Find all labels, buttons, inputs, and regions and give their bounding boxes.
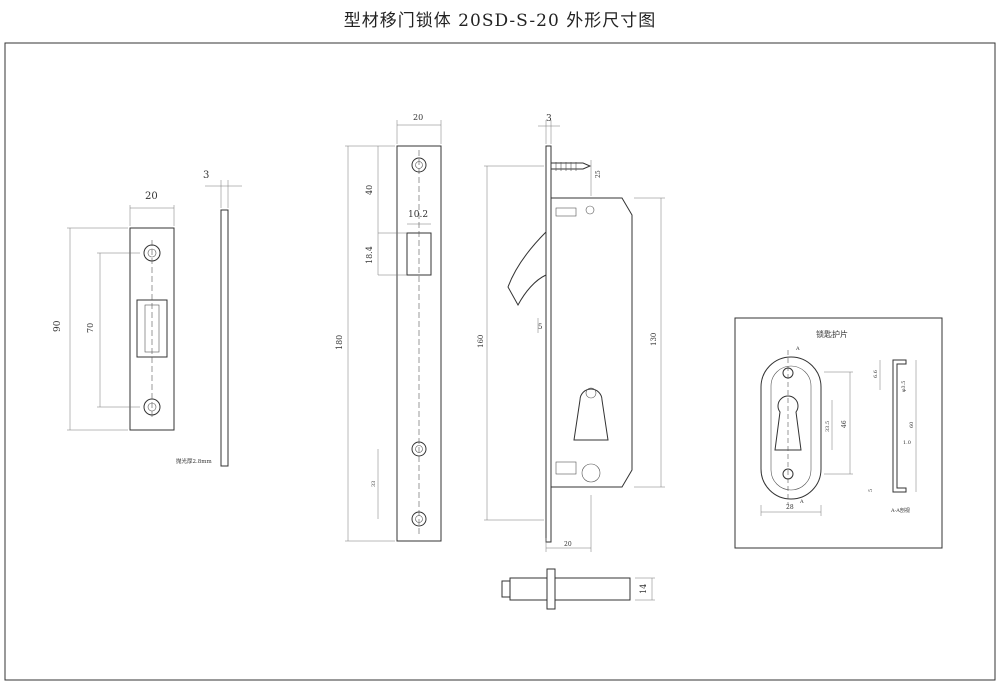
escutcheon-section-label: A-A剖视: [890, 507, 910, 514]
escutcheon-diameter-label: φ3.5: [901, 381, 907, 392]
strike-plate-outline: [129, 227, 175, 431]
cylinder-diameter-label: 14: [639, 584, 648, 594]
escutcheon-frame: [734, 317, 943, 549]
escutcheon-width-label: 28: [786, 504, 794, 511]
lock-front-view: 20 180 40 18.4 10.2 33: [335, 113, 442, 542]
bolt-height-label: 18.4: [365, 246, 374, 264]
strike-height-label: 90: [53, 320, 63, 332]
strike-spacing-label: 70: [86, 323, 95, 333]
escutcheon-keyhole: [774, 395, 802, 451]
escutcheon-label: 锁匙护片: [816, 329, 848, 339]
escutcheon-plate: [760, 356, 822, 500]
strike-side-outline: [220, 209, 229, 467]
drawing-frame: [4, 42, 996, 681]
escutcheon-profile: [892, 359, 907, 493]
escutcheon-top-offset-label: 6.6: [873, 370, 879, 378]
hook-bolt: [507, 230, 547, 307]
case-height-label: 130: [650, 333, 658, 346]
faceplate-outline: [396, 145, 442, 542]
screw-dim-label: 25: [595, 170, 602, 178]
strike-width-label: 20: [145, 191, 158, 202]
strike-note: 抛光厚2.8mm: [176, 457, 212, 465]
section-mark-top: A: [795, 346, 800, 352]
side-depth-label: 20: [564, 541, 572, 548]
escutcheon-height-label: 46: [841, 420, 848, 428]
lock-case: [550, 197, 633, 488]
lock-side-view: 3 25 160 130 5 20: [477, 114, 665, 552]
strike-thickness-label: 3: [203, 170, 209, 181]
section-mark-bottom: A: [799, 499, 804, 505]
bolt-width-label: 10.2: [408, 210, 428, 220]
mounting-screw: [551, 162, 592, 170]
escutcheon-inner-label: 33.5: [825, 421, 831, 432]
front-width-label: 20: [413, 113, 423, 122]
cylinder-cutout: [573, 388, 609, 441]
strike-plate-side-view: 3 抛光厚2.8mm: [176, 170, 242, 467]
side-faceplate: [545, 145, 552, 543]
drawing-title: 型材移门锁体 20SD-S-20 外形尺寸图: [343, 11, 657, 31]
escutcheon-side-height-label: 60: [909, 422, 915, 428]
front-length-label: 180: [335, 335, 344, 350]
front-lower-dim-label: 33: [371, 481, 377, 487]
strike-plate-view: 20 90 70: [53, 191, 175, 431]
side-length-label: 160: [477, 335, 485, 348]
front-top-offset-label: 40: [365, 185, 374, 195]
hook-dim-label: 5: [538, 323, 542, 331]
escutcheon-thickness-label: 1.0: [903, 440, 911, 446]
escutcheon-detail: 锁匙护片 28 46 33.5 60 6.6 φ3.5 1.0 5 A-A剖视 …: [734, 317, 943, 549]
escutcheon-bottom-label: 5: [868, 489, 874, 492]
side-thickness-label: 3: [546, 114, 552, 124]
cylinder-pin-view: 14: [501, 568, 655, 610]
